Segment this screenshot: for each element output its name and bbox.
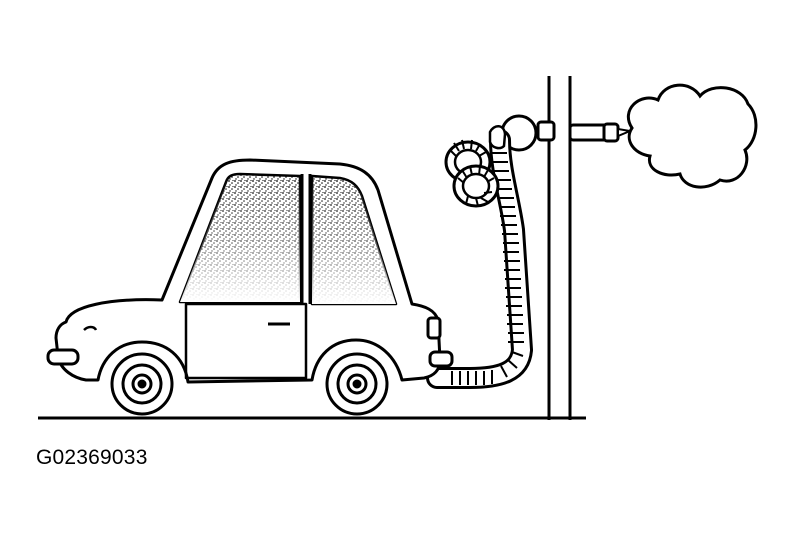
car-wheel-front — [110, 352, 174, 416]
smoke-cloud-icon — [626, 83, 758, 189]
car-wheel-rear — [325, 352, 389, 416]
exhaust-hose-icon — [426, 125, 534, 389]
car-icon — [46, 158, 454, 416]
car-door — [184, 302, 308, 380]
exhaust-fan-icon — [500, 114, 634, 152]
figure-code: G02369033 — [36, 446, 148, 469]
